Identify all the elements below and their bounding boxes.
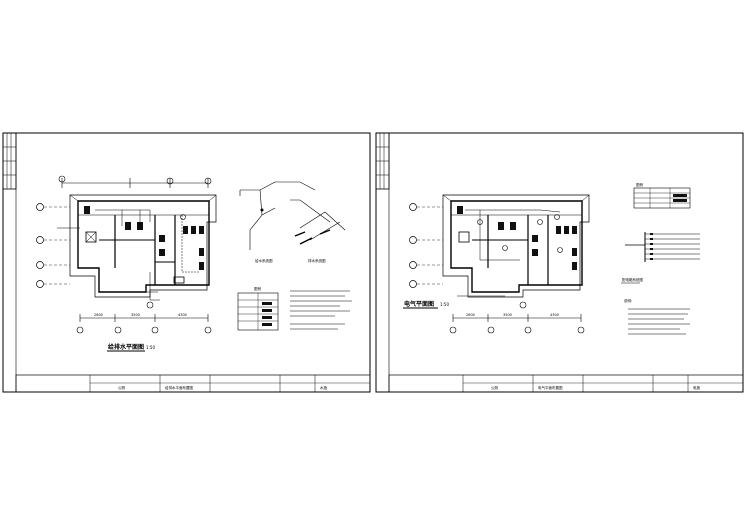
- legend-table: 图例: [237, 286, 279, 331]
- tb-drawing-name-2: 电气平面布置图: [538, 385, 563, 390]
- sheet-plumbing: 2600 3500 4300 给排水平面图 1:50 给水系统图 排水系统图 图…: [2, 132, 371, 393]
- dim-3: 4300: [178, 313, 187, 317]
- design-notes-2: 说明:: [624, 298, 690, 335]
- notes-title: 说明:: [624, 298, 632, 303]
- tb-drawing-name: 给排水平面布置图: [165, 385, 193, 390]
- design-notes: [290, 290, 352, 330]
- panel-schematic: 配电箱系统图: [621, 232, 700, 284]
- tb-sheet-no-2: 电施: [693, 385, 701, 390]
- plan-title-2: 电气平面图: [404, 300, 434, 308]
- drainage-isometric: 排水系统图: [290, 199, 346, 263]
- dim-2-3: 4300: [550, 313, 559, 317]
- tb-sheet-no: 水施: [320, 385, 328, 390]
- left-axis-bubbles-2: [409, 203, 443, 288]
- panel-label: 配电箱系统图: [622, 277, 643, 282]
- plan-title: 给排水平面图: [108, 343, 144, 351]
- title-block-2: 公厕 电气平面布置图 电施: [388, 374, 744, 393]
- title-block: 公厕 给排水平面布置图 水施: [15, 374, 371, 393]
- iso-label-1: 给水系统图: [255, 258, 273, 263]
- bottom-dimensions: 2600 3500 4300: [76, 313, 212, 334]
- legend-table-2: 图例: [633, 182, 691, 209]
- top-dimension-line: [58, 175, 212, 188]
- floor-plan-plumbing: [57, 194, 217, 309]
- dim-2-1: 2600: [466, 313, 475, 317]
- bottom-dimensions-2: 2600 3500 4300: [449, 313, 585, 334]
- sheet-electrical: 2600 3500 4300 电气平面图 1:50 图例: [375, 132, 744, 393]
- tb-project: 公厕: [118, 385, 125, 390]
- legend-title: 图例: [254, 286, 262, 291]
- floor-plan-electrical: [442, 194, 590, 309]
- tb-project-2: 公厕: [491, 385, 499, 390]
- water-supply-isometric: 给水系统图: [239, 181, 316, 263]
- plan-scale: 1:50: [146, 345, 155, 350]
- legend-title-2: 图例: [636, 182, 644, 187]
- dim-1: 2600: [94, 313, 103, 317]
- iso-label-2: 排水系统图: [308, 258, 326, 263]
- dim-2: 3500: [131, 313, 140, 317]
- left-axis-bubbles: [36, 203, 70, 288]
- plan-scale-2: 1:50: [440, 302, 449, 307]
- dim-2-2: 3500: [503, 313, 512, 317]
- sheet-border-2: [375, 132, 744, 393]
